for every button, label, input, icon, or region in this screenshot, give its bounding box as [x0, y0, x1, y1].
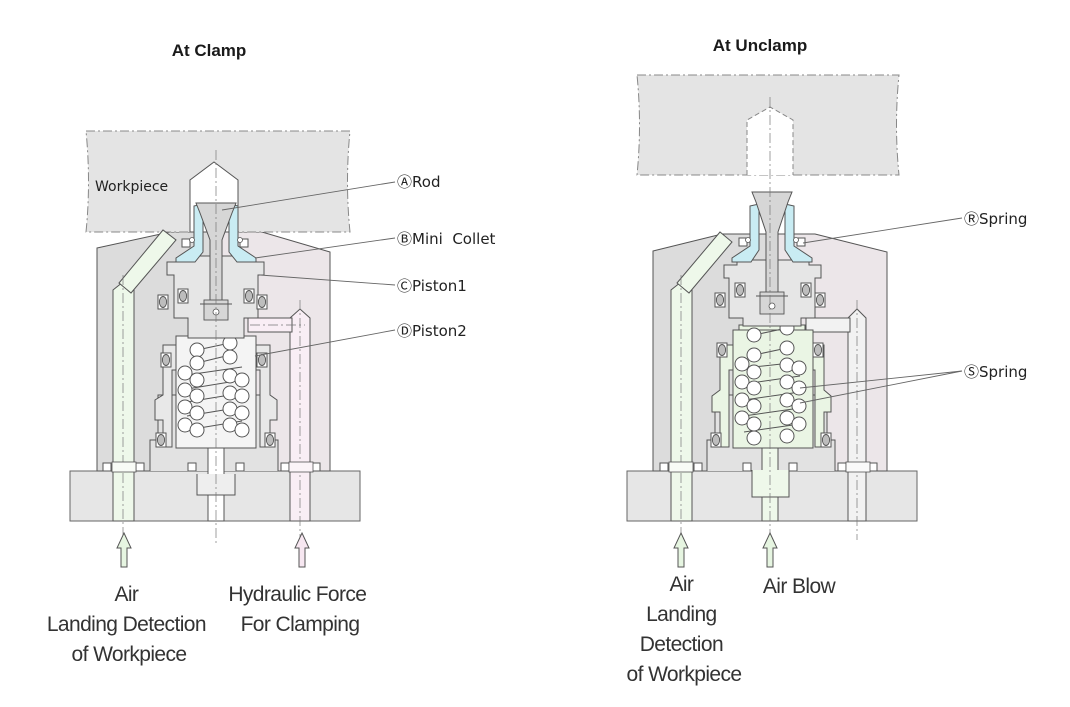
air-channel — [102, 229, 177, 540]
air-input-arrow: Air Landing Detection of Workpiece — [627, 531, 742, 686]
air-input-arrow: Air Landing Detection of Workpiece — [47, 531, 211, 666]
panel-at-clamp: At Clamp Workpiece — [47, 41, 496, 666]
air-blow-passage — [742, 447, 798, 522]
hydraulic-force-caption: Hydraulic Force For Clamping — [228, 583, 371, 636]
callout-labels: ⓇSpring ⓈSpring — [964, 210, 1027, 381]
air-channel — [659, 231, 733, 540]
up-arrow-icon — [673, 531, 689, 568]
workpiece-label: Workpiece — [95, 179, 168, 195]
spring — [734, 320, 807, 446]
up-arrow-icon — [116, 531, 132, 568]
callout-mini-collet: ⒷMini Collet — [397, 230, 496, 248]
callout-labels: ⒶRod ⒷMini Collet ⒸPiston1 ⒹPiston2 — [397, 173, 496, 340]
callout-spring-s: ⓈSpring — [964, 363, 1027, 381]
panel-title: At Clamp — [172, 41, 247, 60]
hydraulic-channel — [805, 300, 878, 540]
up-arrow-icon — [762, 531, 778, 568]
rod — [751, 191, 793, 315]
callout-spring-r: ⓇSpring — [964, 210, 1027, 228]
workpiece — [636, 74, 900, 176]
callout-leaders — [221, 181, 396, 357]
air-blow-caption: Air Blow — [763, 575, 837, 598]
hydraulic-input-arrow: Hydraulic Force For Clamping — [228, 531, 371, 636]
callout-piston2: ⒹPiston2 — [397, 322, 467, 340]
up-arrow-icon — [294, 531, 310, 568]
callout-piston1: ⒸPiston1 — [397, 277, 467, 295]
panel-at-unclamp: At Unclamp — [626, 36, 1027, 686]
callout-leaders — [799, 217, 963, 404]
air-blow-input-arrow: Air Blow — [762, 531, 837, 598]
panel-title: At Unclamp — [713, 36, 807, 55]
callout-rod: ⒶRod — [397, 173, 440, 191]
air-landing-detection-caption: Air Landing Detection of Workpiece — [47, 583, 211, 666]
air-landing-detection-caption: Air Landing Detection of Workpiece — [627, 573, 742, 686]
spring — [177, 335, 250, 438]
hydraulic-channel — [247, 300, 321, 540]
air-blow-passage — [187, 447, 245, 522]
